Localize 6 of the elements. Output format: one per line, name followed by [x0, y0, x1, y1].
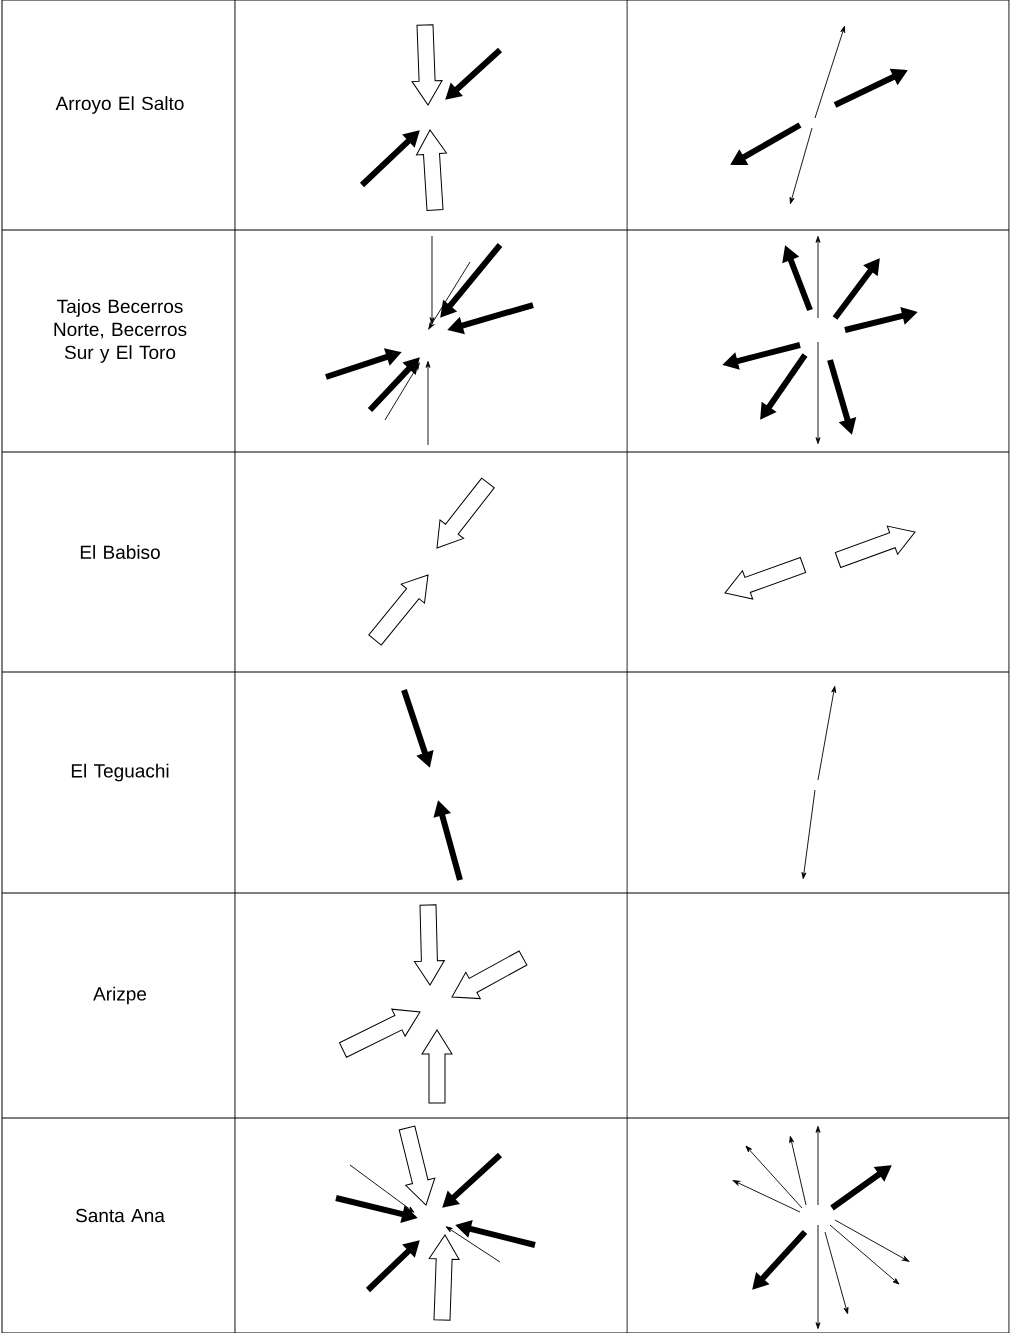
site-name: El Teguachi — [71, 763, 169, 782]
site-name: El Babiso — [80, 545, 160, 559]
site-name: Arizpe — [93, 986, 147, 1005]
site-name: Tajos Becerros Norte, Becerros Sur y El Toro — [54, 299, 187, 363]
site-name: Santa Ana — [75, 1208, 165, 1223]
site-name: Arroyo El Salto — [55, 96, 184, 114]
